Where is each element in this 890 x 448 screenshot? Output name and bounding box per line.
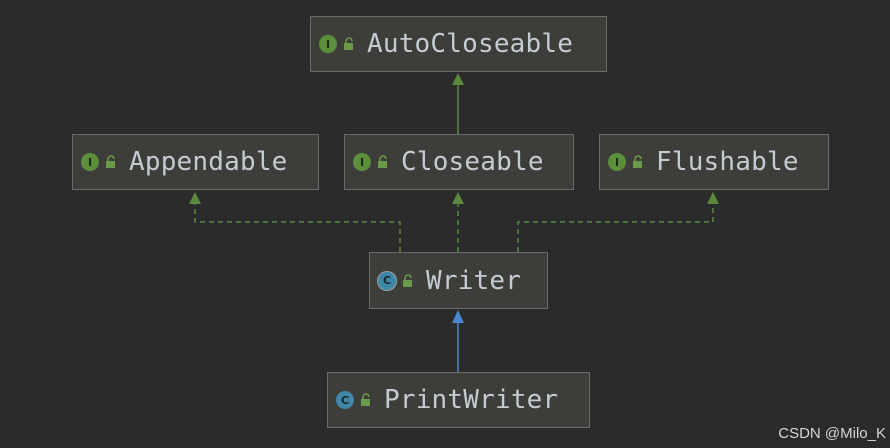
node-label: Flushable	[656, 147, 799, 177]
node-label: Closeable	[401, 147, 544, 177]
edge-closeable-to-autocloseable	[452, 73, 464, 134]
unlock-icon	[343, 37, 355, 51]
unlock-icon	[402, 273, 414, 288]
edge-writer-to-appendable	[189, 192, 401, 252]
edge-writer-to-flushable	[517, 192, 719, 252]
interface-badge-icon: I	[608, 153, 626, 171]
node-appendable[interactable]: I Appendable	[72, 134, 319, 190]
node-label: Writer	[426, 265, 522, 296]
interface-badge-icon: I	[353, 153, 371, 171]
node-label: AutoCloseable	[367, 29, 574, 59]
unlock-icon	[105, 155, 117, 169]
watermark-text: CSDN @Milo_K	[778, 425, 886, 442]
node-autocloseable[interactable]: I AutoCloseable	[310, 16, 607, 72]
class-badge-icon: C	[336, 391, 354, 409]
node-writer[interactable]: C Writer	[369, 252, 548, 309]
interface-badge-icon: I	[319, 35, 337, 53]
edge-writer-to-closeable	[452, 192, 464, 252]
unlock-icon	[360, 393, 372, 407]
edge-printwriter-to-writer	[452, 310, 464, 372]
abstract-class-badge-icon: C	[378, 271, 396, 290]
unlock-icon	[632, 155, 644, 169]
node-printwriter[interactable]: C PrintWriter	[327, 372, 590, 428]
unlock-icon	[377, 155, 389, 169]
node-closeable[interactable]: I Closeable	[344, 134, 574, 190]
node-flushable[interactable]: I Flushable	[599, 134, 829, 190]
node-label: PrintWriter	[384, 385, 559, 415]
interface-badge-icon: I	[81, 153, 99, 171]
node-label: Appendable	[129, 147, 288, 177]
